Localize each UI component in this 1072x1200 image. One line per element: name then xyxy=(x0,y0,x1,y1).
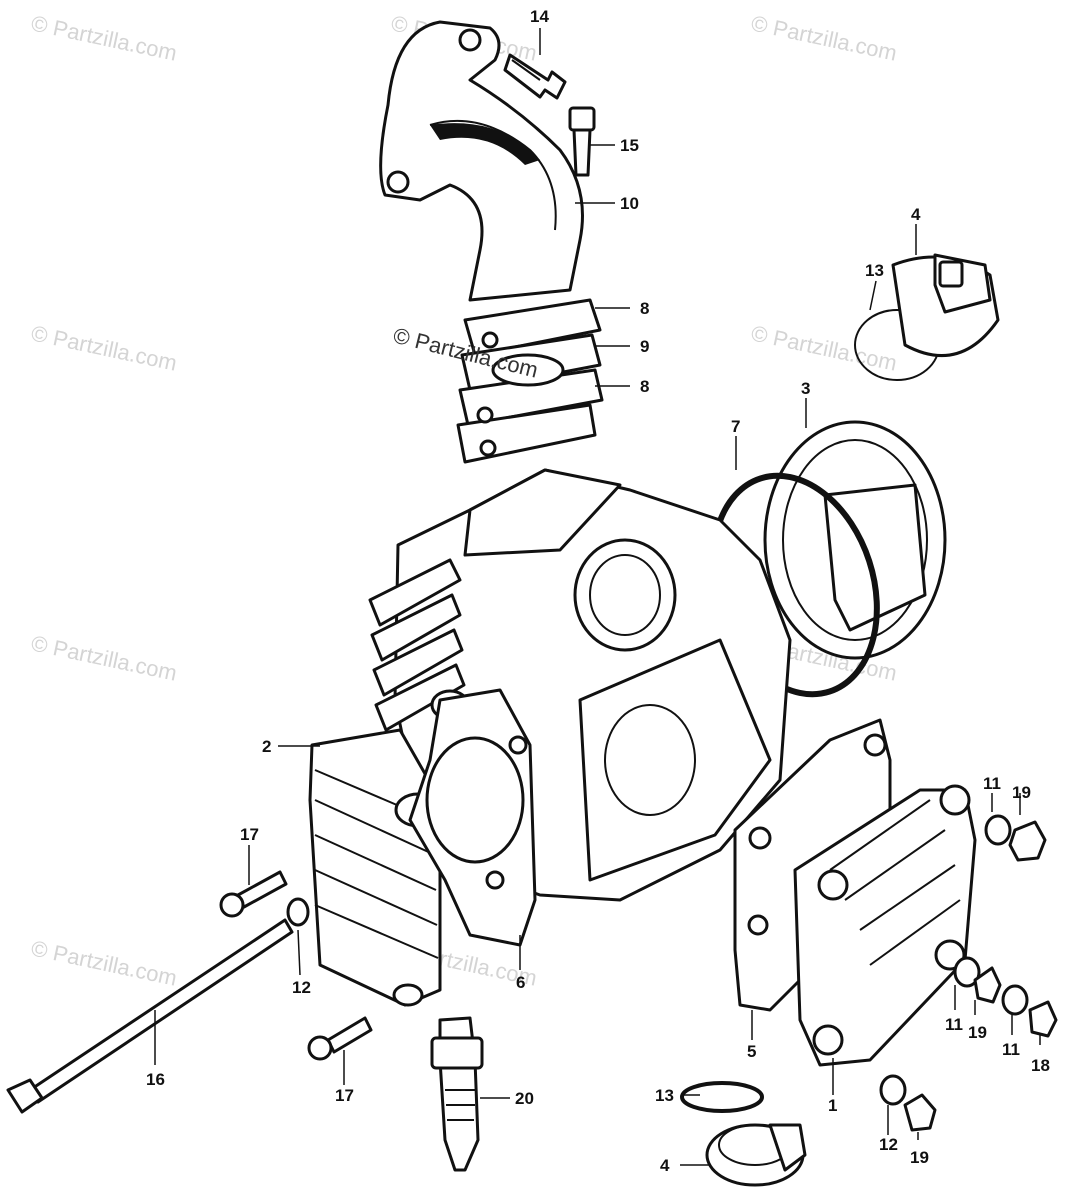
callout-label: 1 xyxy=(828,1096,837,1115)
callout-label: 4 xyxy=(911,205,921,224)
gasket-part xyxy=(408,688,537,947)
callout-label: 8 xyxy=(640,299,649,318)
side-cover-part xyxy=(763,420,947,660)
callout-label: 14 xyxy=(530,7,549,26)
spark-plug-part xyxy=(430,1016,484,1172)
long-bolt-part xyxy=(6,918,294,1114)
callout-label: 3 xyxy=(801,379,810,398)
callout-label: 11 xyxy=(945,1015,963,1034)
tappet-cap-part xyxy=(854,253,1000,381)
callout-label: 17 xyxy=(335,1086,354,1105)
callout-label: 19 xyxy=(910,1148,929,1167)
callout-label: 8 xyxy=(640,377,649,396)
callout-label: 13 xyxy=(655,1086,674,1105)
callout-label: 6 xyxy=(516,973,525,992)
callout-label: 12 xyxy=(879,1135,898,1154)
callout-label: 15 xyxy=(620,136,639,155)
short-bolt-part xyxy=(219,870,288,918)
intake-pipe-part xyxy=(379,20,584,302)
bolt-part xyxy=(503,53,567,100)
callout-label: 9 xyxy=(640,337,649,356)
callout-label: 11 xyxy=(983,774,1001,793)
watermark: © Partzilla.com xyxy=(749,320,899,375)
callout-label: 17 xyxy=(240,825,259,844)
watermark: © Partzilla.com xyxy=(29,10,179,65)
callout-label: 11 xyxy=(1002,1040,1020,1059)
callout-label: 7 xyxy=(731,417,740,436)
callout-label: 19 xyxy=(1012,783,1031,802)
callout-label: 12 xyxy=(292,978,311,997)
washer-nut-set-part xyxy=(286,814,1058,1132)
callout-label: 19 xyxy=(968,1023,987,1042)
watermark: © Partzilla.com xyxy=(29,320,179,375)
callout-label: 2 xyxy=(262,737,271,756)
callout-label: 4 xyxy=(660,1156,670,1175)
cam-cover-part xyxy=(793,784,977,1067)
callout-label: 16 xyxy=(146,1070,165,1089)
fin-cover-part xyxy=(308,728,442,1007)
callout-label: 5 xyxy=(747,1042,756,1061)
watermark: © Partzilla.com xyxy=(29,935,179,990)
tappet-cap-lower-part xyxy=(680,1081,807,1187)
watermark: © Partzilla.com xyxy=(749,10,899,65)
insulator-stack-part xyxy=(456,298,604,464)
callout-label: 10 xyxy=(620,194,639,213)
leader-lines xyxy=(154,28,1041,1166)
callout-label: 18 xyxy=(1031,1056,1050,1075)
watermark: © Partzilla.com xyxy=(29,630,179,685)
short-bolt-part xyxy=(307,1016,373,1061)
callout-labels: 14 15 10 4 13 8 9 8 3 7 2 11 19 17 12 6 … xyxy=(146,7,1050,1175)
cylinder-head-part xyxy=(368,468,792,902)
bolt-part xyxy=(568,106,596,177)
callout-label: 13 xyxy=(865,261,884,280)
callout-label: 20 xyxy=(515,1089,534,1108)
